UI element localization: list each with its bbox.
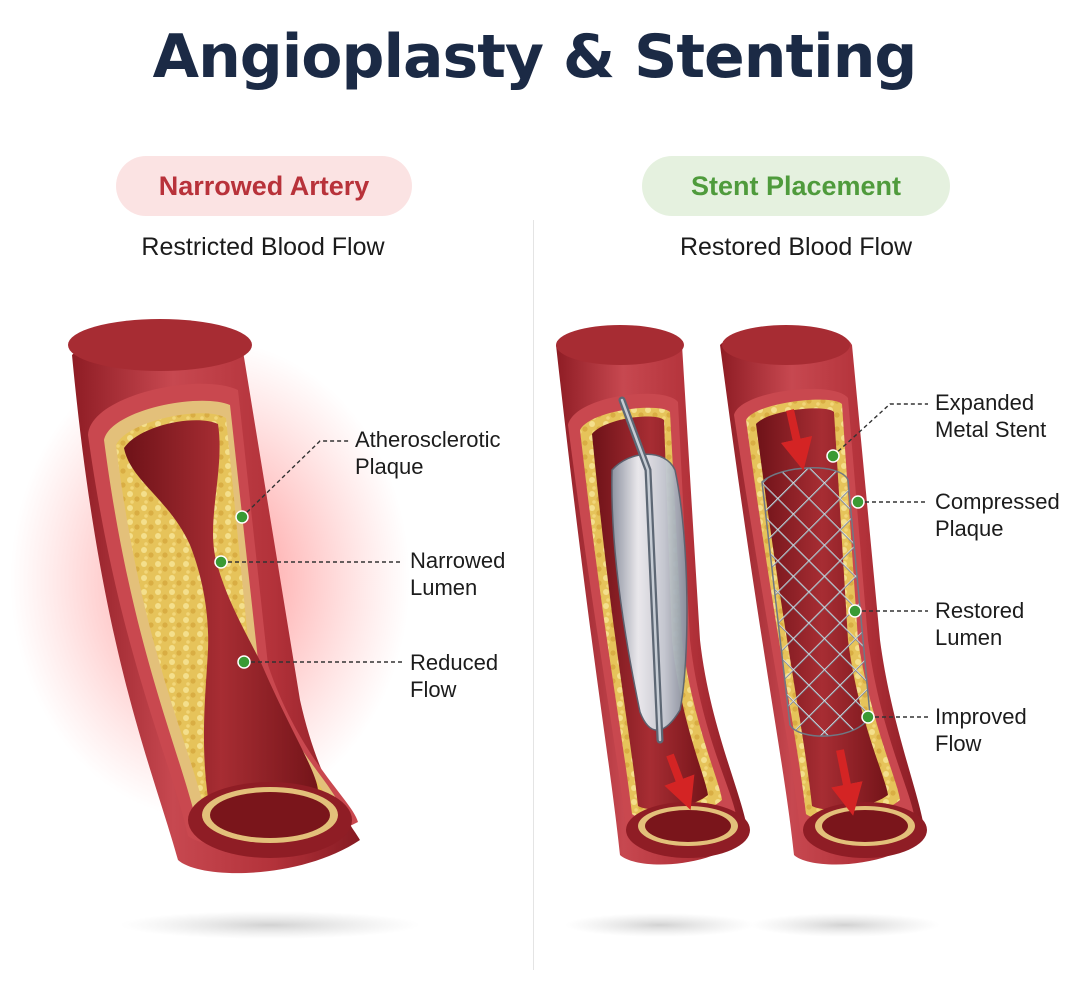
callout-reduced-flow: Reduced Flow — [410, 649, 498, 703]
restricted-flow-subtitle: Restricted Blood Flow — [141, 233, 385, 261]
restored-lumen-marker-dot — [848, 604, 862, 618]
left-callout-leaders — [221, 440, 402, 663]
callout-line: Flow — [935, 731, 982, 756]
callout-improved-flow: Improved Flow — [935, 703, 1027, 757]
callout-line: Improved — [935, 704, 1027, 729]
callout-line: Metal Stent — [935, 417, 1047, 442]
callout-line: Narrowed — [410, 548, 506, 573]
callout-restored-lumen: Restored Lumen — [935, 597, 1024, 651]
stented-artery-illustration — [720, 325, 940, 937]
restored-flow-subtitle: Restored Blood Flow — [679, 233, 913, 261]
plaque-marker-dot — [235, 510, 249, 524]
compressed-plaque-marker-dot — [851, 495, 865, 509]
callout-compressed-plaque: Compressed Plaque — [935, 488, 1060, 542]
callout-line: Atherosclerotic — [355, 427, 501, 452]
callout-line: Compressed — [935, 489, 1060, 514]
callout-line: Lumen — [410, 575, 478, 600]
panel-divider — [533, 220, 534, 970]
stent-placement-label: Stent Placement — [690, 170, 902, 201]
callout-atherosclerotic-plaque: Atherosclerotic Plaque — [355, 426, 501, 480]
lumen-marker-dot — [214, 555, 228, 569]
balloon-catheter-illustration — [556, 325, 755, 937]
right-callout-leaders — [832, 403, 928, 718]
callout-line: Reduced — [410, 650, 499, 675]
stent-placement-badge: Stent Placement — [642, 156, 950, 216]
callout-line: Flow — [410, 677, 457, 702]
callout-line: Plaque — [355, 454, 424, 479]
callout-narrowed-lumen: Narrowed Lumen — [410, 547, 505, 601]
stent-marker-dot — [826, 449, 840, 463]
callout-line: Expanded — [935, 390, 1035, 415]
callout-line: Restored — [935, 598, 1025, 623]
flow-marker-dot — [237, 655, 251, 669]
page-title: Angioplasty & Stenting — [152, 22, 918, 92]
improved-flow-marker-dot — [861, 710, 875, 724]
callout-expanded-metal-stent: Expanded Metal Stent — [935, 389, 1046, 443]
narrowed-artery-illustration — [10, 319, 420, 939]
narrowed-artery-badge: Narrowed Artery — [116, 156, 412, 216]
callout-line: Plaque — [935, 516, 1004, 541]
callout-line: Lumen — [935, 625, 1003, 650]
narrowed-artery-label: Narrowed Artery — [158, 170, 370, 201]
